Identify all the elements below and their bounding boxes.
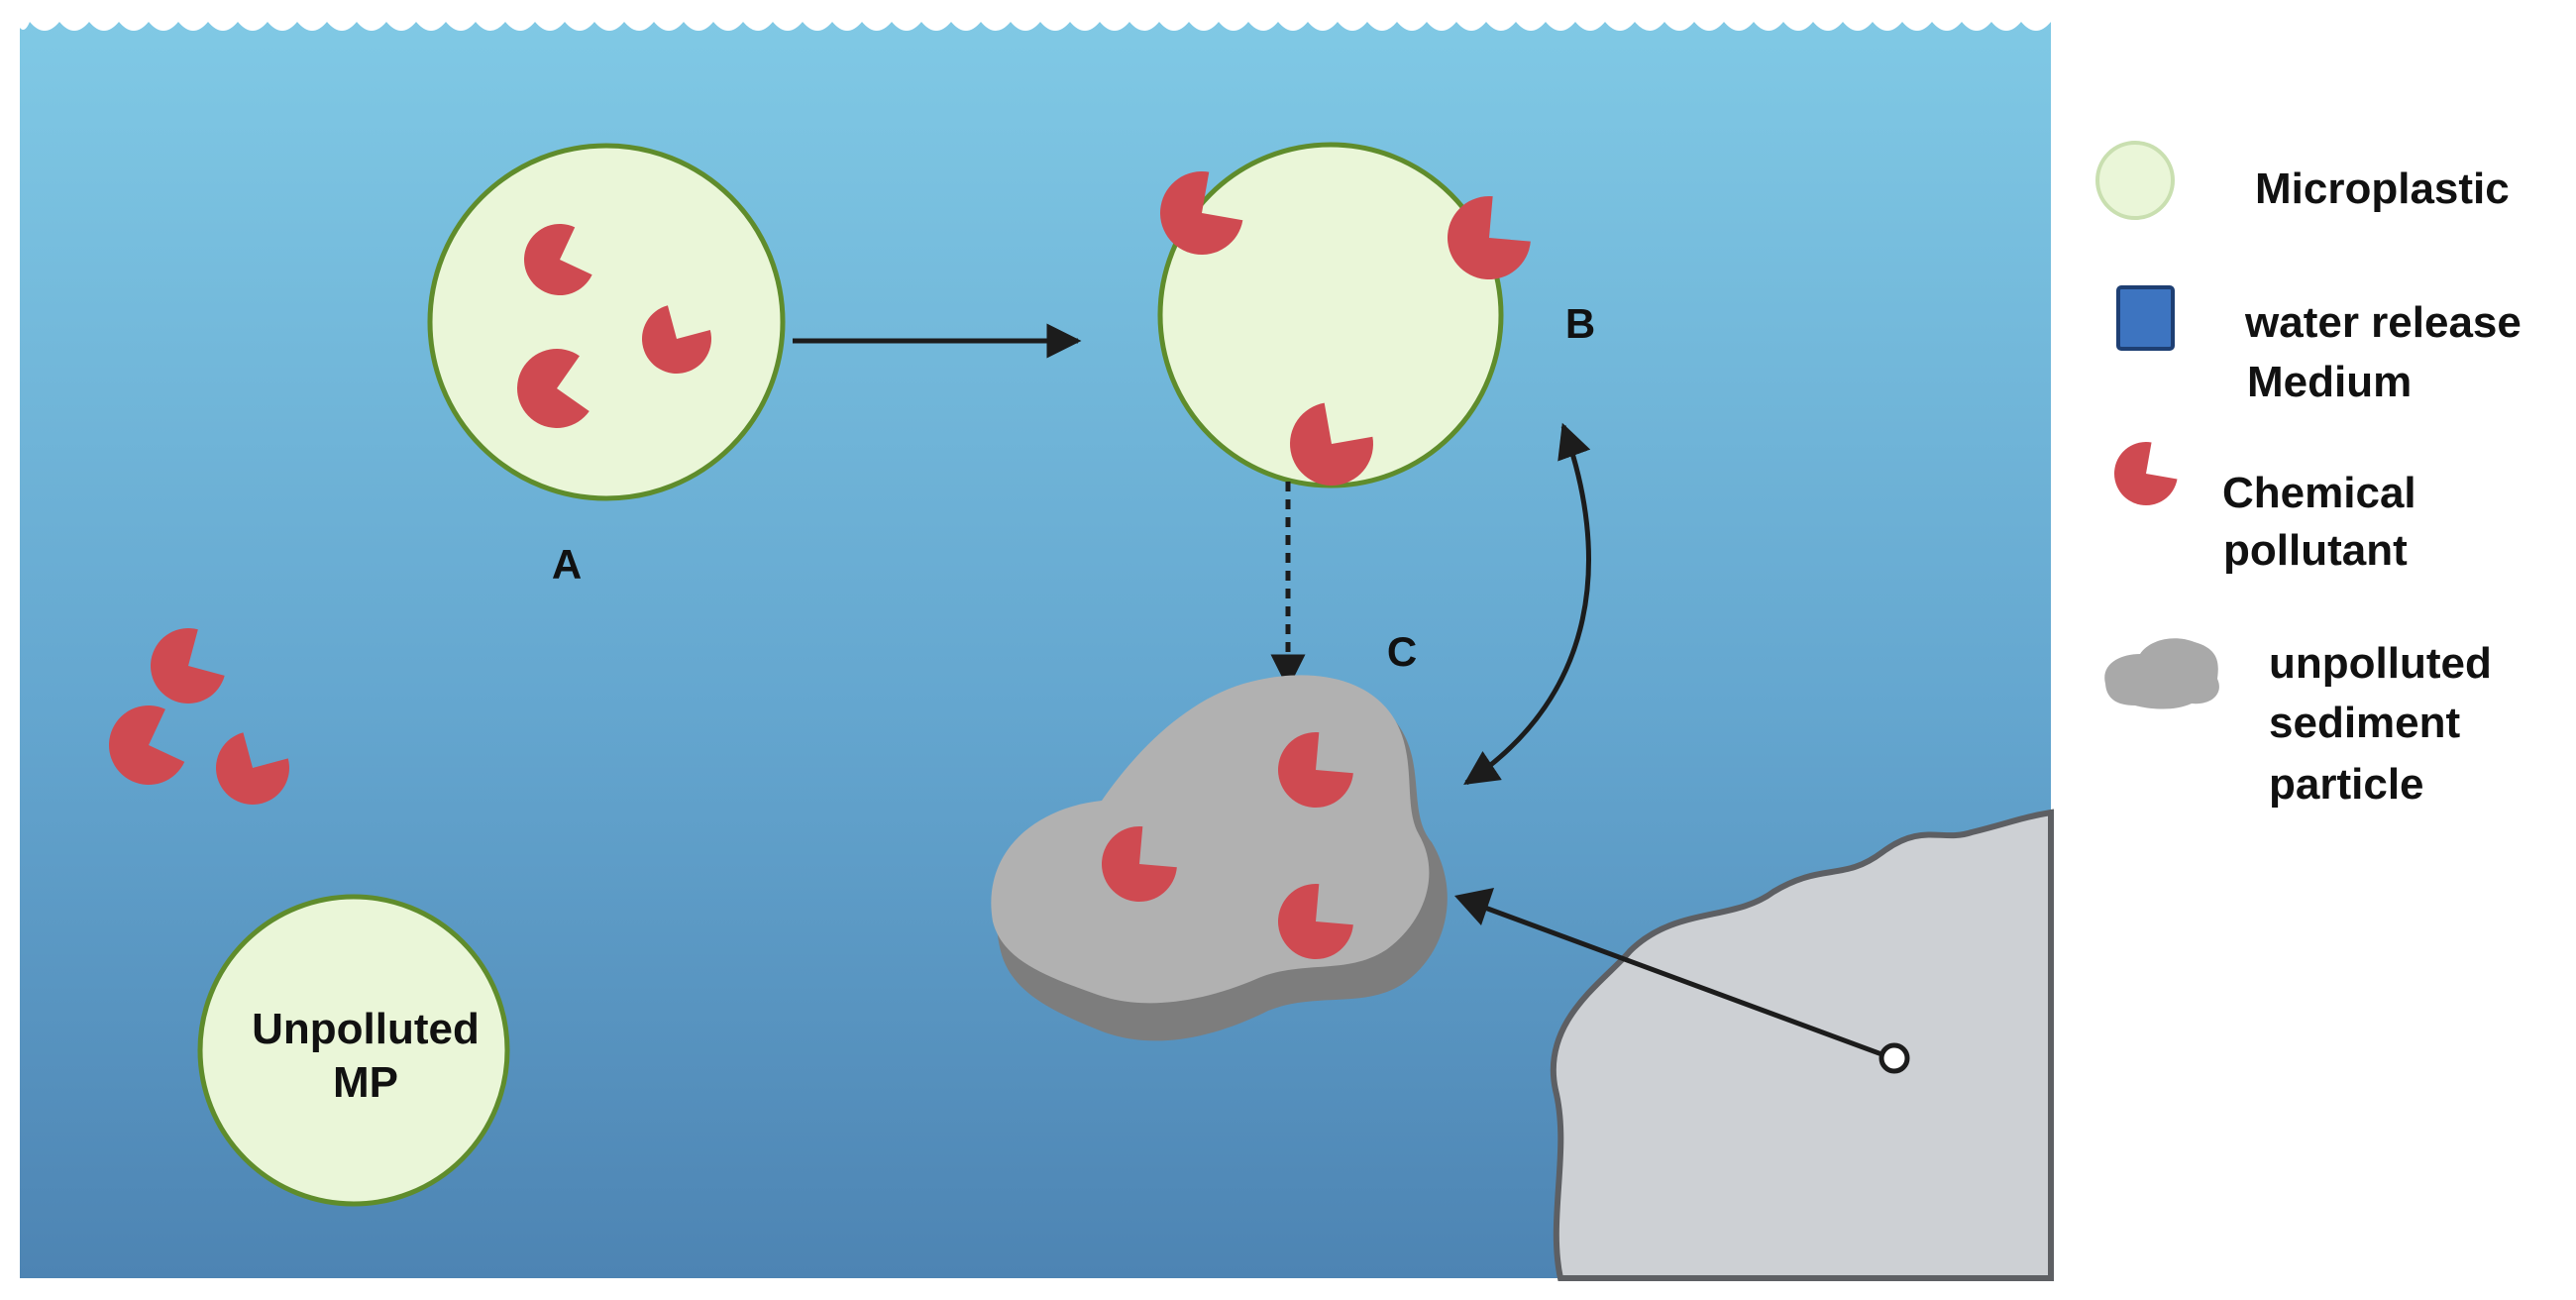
pollutant-icon: [1290, 402, 1373, 486]
free-pollutants: [109, 628, 289, 805]
pollutant-swatch-icon: [2114, 442, 2178, 505]
curved-double-arrow-b-c: [1463, 422, 1591, 786]
pollutant-icon: [642, 305, 711, 374]
pollutant-icon: [109, 705, 185, 785]
pollutant-icon: [151, 628, 225, 704]
pollutant-icon: [1102, 826, 1177, 902]
legend-label-sediment-line1: unpolluted: [2269, 639, 2492, 688]
seabed-shore: [1550, 809, 2054, 1281]
sediment-swatch-icon: [2104, 638, 2219, 709]
legend-label-chemical-line2: pollutant: [2223, 526, 2408, 575]
legend-label-water-line1: water release: [2244, 298, 2522, 347]
legend-label-sediment-line2: sediment: [2269, 699, 2461, 747]
microplastic-swatch-icon: [2095, 141, 2175, 220]
unpolluted-mp-label-line1: Unpolluted: [252, 1005, 480, 1053]
water-surface-waves: [20, 0, 2051, 31]
legend-label-water-line2: Medium: [2247, 358, 2412, 406]
label-c: C: [1387, 628, 1417, 675]
legend-label-sediment-line3: particle: [2269, 760, 2424, 809]
label-b: B: [1565, 300, 1595, 347]
water-medium-swatch-icon: [2116, 285, 2175, 351]
microplastic-a: [427, 143, 786, 501]
legend-item-chemical-pollutant: Chemical pollutant: [2114, 442, 2416, 575]
legend-label-microplastic: Microplastic: [2255, 164, 2510, 213]
pollutant-icon: [216, 732, 289, 805]
legend-item-sediment: unpolluted sediment particle: [2104, 638, 2492, 809]
legend-item-water-medium: water release Medium: [2116, 285, 2522, 406]
sediment-particle-c: [991, 675, 1448, 1041]
pollutant-icon: [1160, 171, 1243, 255]
microplastic-b: [1157, 142, 1531, 488]
unpolluted-mp-label-line2: MP: [333, 1058, 398, 1107]
seabed-to-sediment-arrow: [1454, 888, 1910, 1074]
pollutant-icon: [1278, 732, 1353, 808]
label-a: A: [552, 541, 582, 588]
pollutant-icon: [1278, 884, 1353, 959]
legend: Microplastic water release Medium Chemic…: [2095, 141, 2522, 809]
legend-label-chemical-line1: Chemical: [2222, 469, 2416, 517]
pollutant-icon: [1448, 196, 1531, 279]
pollutant-icon: [524, 224, 592, 295]
legend-item-microplastic: Microplastic: [2095, 141, 2510, 220]
pollutant-icon: [517, 349, 590, 428]
unpolluted-microplastic: Unpolluted MP: [197, 894, 510, 1207]
